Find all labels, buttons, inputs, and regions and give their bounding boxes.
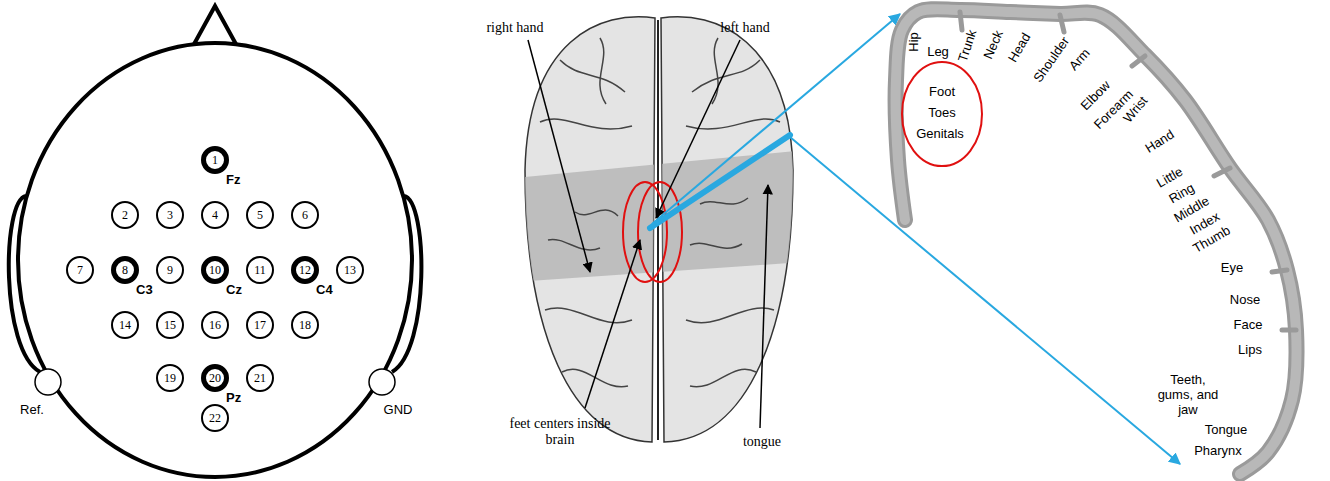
electrode-circle: 3	[156, 201, 184, 229]
electrode-label: C4	[316, 283, 333, 296]
electrode-circle: 2	[111, 201, 139, 229]
electrode-circle: 16	[201, 311, 229, 339]
electrode-circle: 8C3	[111, 256, 139, 284]
body-part-label: Trunk	[956, 28, 980, 64]
body-part-label: Face	[1234, 318, 1263, 333]
electrode-circle: 1Fz	[201, 146, 229, 174]
electrode-circle: 22	[201, 404, 229, 432]
electrode-number: 22	[209, 412, 221, 424]
electrode-number: 18	[299, 319, 311, 331]
body-part-label: Leg	[927, 45, 949, 60]
body-part-label: Nose	[1230, 293, 1260, 308]
electrode-circle: 4	[201, 201, 229, 229]
electrode-number: 17	[254, 319, 266, 331]
electrode-circle: 18	[291, 311, 319, 339]
electrode-circle: 15	[156, 311, 184, 339]
electrode-number: 5	[257, 209, 263, 221]
electrode-circle: 21	[246, 364, 274, 392]
electrode-number: 2	[122, 209, 128, 221]
body-part-label: Neck	[981, 28, 1007, 61]
body-part-label: Arm	[1066, 46, 1093, 74]
electrode-number: 11	[254, 264, 266, 276]
electrode-number: 4	[212, 209, 218, 221]
body-part-label: Shoulder	[1031, 34, 1073, 85]
electrode-label: GND	[384, 403, 413, 418]
area-label: left hand	[720, 20, 769, 36]
electrode-label: C3	[136, 283, 153, 296]
ground-electrode	[369, 369, 395, 395]
body-part-label: Hip	[907, 32, 922, 52]
electrode-circle: 13	[336, 256, 364, 284]
electrode-label: Pz	[226, 391, 241, 404]
electrode-number: 14	[119, 319, 131, 331]
electrode-circle: 9	[156, 256, 184, 284]
electrode-number: 1	[212, 154, 218, 166]
electrode-number: 21	[254, 372, 266, 384]
electrode-number: 8	[122, 264, 128, 276]
area-label: right hand	[486, 20, 543, 36]
electrode-circle: 14	[111, 311, 139, 339]
cortex-strip	[896, 9, 1297, 474]
electrode-number: 15	[164, 319, 176, 331]
electrode-circle: 11	[246, 256, 274, 284]
electrode-label: Cz	[226, 283, 242, 296]
body-part-label: Genitals	[916, 127, 964, 142]
area-label: feet centers inside brain	[505, 416, 615, 448]
body-part-label: Head	[1006, 31, 1034, 65]
electrode-number: 7	[77, 264, 83, 276]
body-part-label: Toes	[928, 106, 955, 121]
electrode-circle: 12C4	[291, 256, 319, 284]
electrode-circle: 10Cz	[201, 256, 229, 284]
electrode-circle: 7	[66, 256, 94, 284]
electrode-number: 6	[302, 209, 308, 221]
body-part-label: Pharynx	[1194, 444, 1242, 459]
electrode-number: 12	[299, 264, 311, 276]
body-part-label: Tongue	[1205, 423, 1248, 438]
electrode-circle: 5	[246, 201, 274, 229]
electrode-number: 16	[209, 319, 221, 331]
area-label: tongue	[743, 434, 781, 450]
brain-top-view	[515, 17, 805, 442]
body-part-label: Eye	[1221, 261, 1243, 276]
leader-arrows	[528, 40, 768, 428]
body-part-label: Foot	[929, 85, 955, 100]
electrode-circle: 20Pz	[201, 364, 229, 392]
electrode-label: Ref.	[20, 403, 44, 418]
body-part-label: Lips	[1238, 343, 1262, 358]
head-outline	[9, 6, 422, 477]
electrode-number: 10	[209, 264, 221, 276]
mapping-arrows	[652, 14, 1180, 464]
electrode-number: 19	[164, 372, 176, 384]
electrode-circle: 6	[291, 201, 319, 229]
electrode-circle: 17	[246, 311, 274, 339]
electrode-number: 20	[209, 372, 221, 384]
electrode-number: 3	[167, 209, 173, 221]
electrode-number: 9	[167, 264, 173, 276]
body-part-label: Hand	[1143, 127, 1177, 156]
electrode-circle: 19	[156, 364, 184, 392]
reference-electrode	[35, 369, 61, 395]
electrode-label: Fz	[226, 173, 240, 186]
electrode-number: 13	[344, 264, 356, 276]
body-part-label: Teeth, gums, and jaw	[1157, 373, 1219, 418]
feet-area-ring	[902, 62, 982, 166]
